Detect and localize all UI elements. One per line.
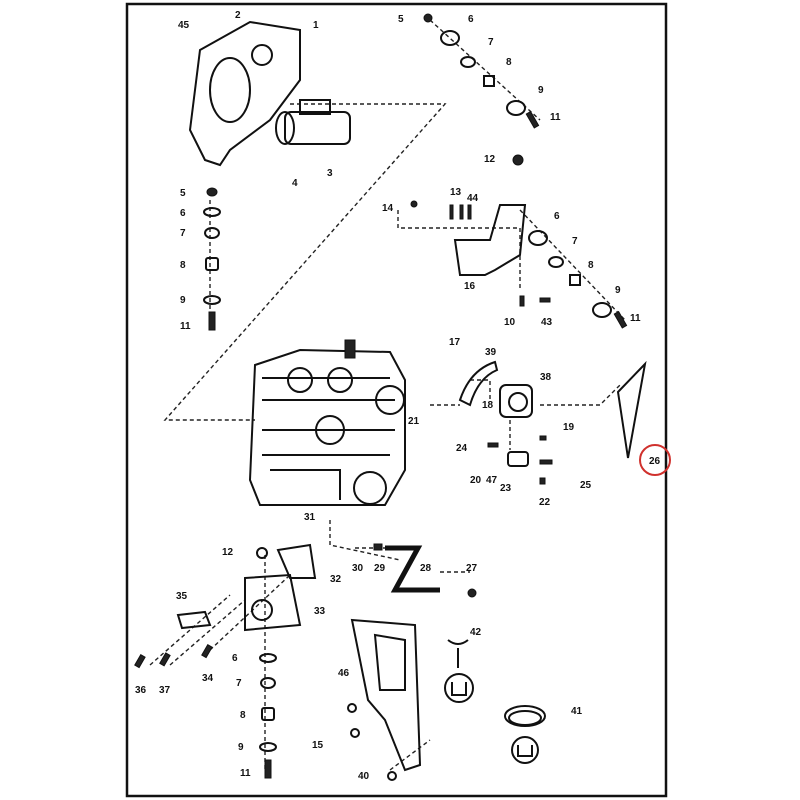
callout-label: 9 <box>180 295 186 306</box>
callout-label: 34 <box>202 673 214 684</box>
callout-label: 31 <box>304 512 316 523</box>
callout-label: 4 <box>292 178 298 189</box>
callout-label: 38 <box>540 372 552 383</box>
callout-label: 42 <box>470 627 482 638</box>
callout-label: 32 <box>330 574 342 585</box>
highlight-circle <box>639 444 671 476</box>
callout-label: 27 <box>466 563 478 574</box>
callout-label: 25 <box>580 480 592 491</box>
callout-label: 29 <box>374 563 386 574</box>
mount-hardware-stack-left <box>203 187 221 331</box>
callout-label: 40 <box>358 771 370 782</box>
alternator-assembly <box>458 360 553 485</box>
callout-label: 11 <box>630 313 641 324</box>
callout-label: 41 <box>571 706 583 717</box>
callout-label: 26 <box>649 456 661 467</box>
engine-mount-bracket <box>410 154 628 329</box>
callout-label: 6 <box>232 653 238 664</box>
callout-label: 17 <box>449 337 461 348</box>
callout-label: 9 <box>538 85 544 96</box>
callout-label: 14 <box>382 203 394 214</box>
callout-label: 7 <box>572 236 578 247</box>
callout-label: 39 <box>485 347 497 358</box>
callout-label: 46 <box>338 668 350 679</box>
lower-mount-bracket <box>134 543 317 779</box>
callout-label: 9 <box>238 742 244 753</box>
callout-label: 5 <box>180 188 186 199</box>
callout-label: 44 <box>467 193 479 204</box>
callout-label: 9 <box>615 285 621 296</box>
callout-label: 13 <box>450 187 462 198</box>
callout-label: 11 <box>180 321 191 332</box>
callout-label: 6 <box>180 208 186 219</box>
callout-label: 21 <box>408 416 420 427</box>
callout-label: 19 <box>563 422 575 433</box>
callout-label: 2 <box>235 10 241 21</box>
callout-label: 47 <box>486 475 498 486</box>
callout-label: 6 <box>554 211 560 222</box>
callout-label: 22 <box>539 497 551 508</box>
callout-label: 8 <box>588 260 594 271</box>
gear-case-cover <box>188 20 301 167</box>
callout-label: 11 <box>240 768 251 779</box>
callout-label: 8 <box>506 57 512 68</box>
oil-hose <box>373 543 477 598</box>
callout-label: 37 <box>159 685 171 696</box>
callout-label: 33 <box>314 606 326 617</box>
callout-label: 10 <box>504 317 516 328</box>
callout-label: 5 <box>398 14 404 25</box>
callout-label: 24 <box>456 443 468 454</box>
callout-label: 1 <box>313 20 319 31</box>
callout-label: 16 <box>464 281 476 292</box>
callout-labels: 45 2 1 5 6 7 8 9 11 4 3 12 13 44 14 6 7 … <box>135 10 661 782</box>
callout-label: 8 <box>240 710 246 721</box>
callout-label: 20 <box>470 475 482 486</box>
callout-label: 28 <box>420 563 432 574</box>
callout-label: 6 <box>468 14 474 25</box>
belt-guard <box>347 618 422 781</box>
fan-belt <box>616 360 647 459</box>
callout-label: 11 <box>550 112 561 123</box>
callout-label: 35 <box>176 591 188 602</box>
callout-label: 36 <box>135 685 147 696</box>
callout-label: 7 <box>236 678 242 689</box>
diagram-frame <box>125 2 668 798</box>
mount-hardware-stack-top-right <box>423 13 540 129</box>
engine-block <box>248 339 406 506</box>
callout-label: 12 <box>484 154 496 165</box>
callout-label: 18 <box>482 400 494 411</box>
detail-callouts <box>444 639 546 764</box>
callout-label: 7 <box>180 228 186 239</box>
starter-motor <box>275 99 351 145</box>
callout-label: 8 <box>180 260 186 271</box>
callout-label: 30 <box>352 563 364 574</box>
callout-label: 7 <box>488 37 494 48</box>
callout-label: 15 <box>312 740 324 751</box>
callout-label: 45 <box>178 20 190 31</box>
callout-label: 3 <box>327 168 333 179</box>
callout-label: 43 <box>541 317 553 328</box>
callout-label: 23 <box>500 483 512 494</box>
callout-label: 12 <box>222 547 234 558</box>
